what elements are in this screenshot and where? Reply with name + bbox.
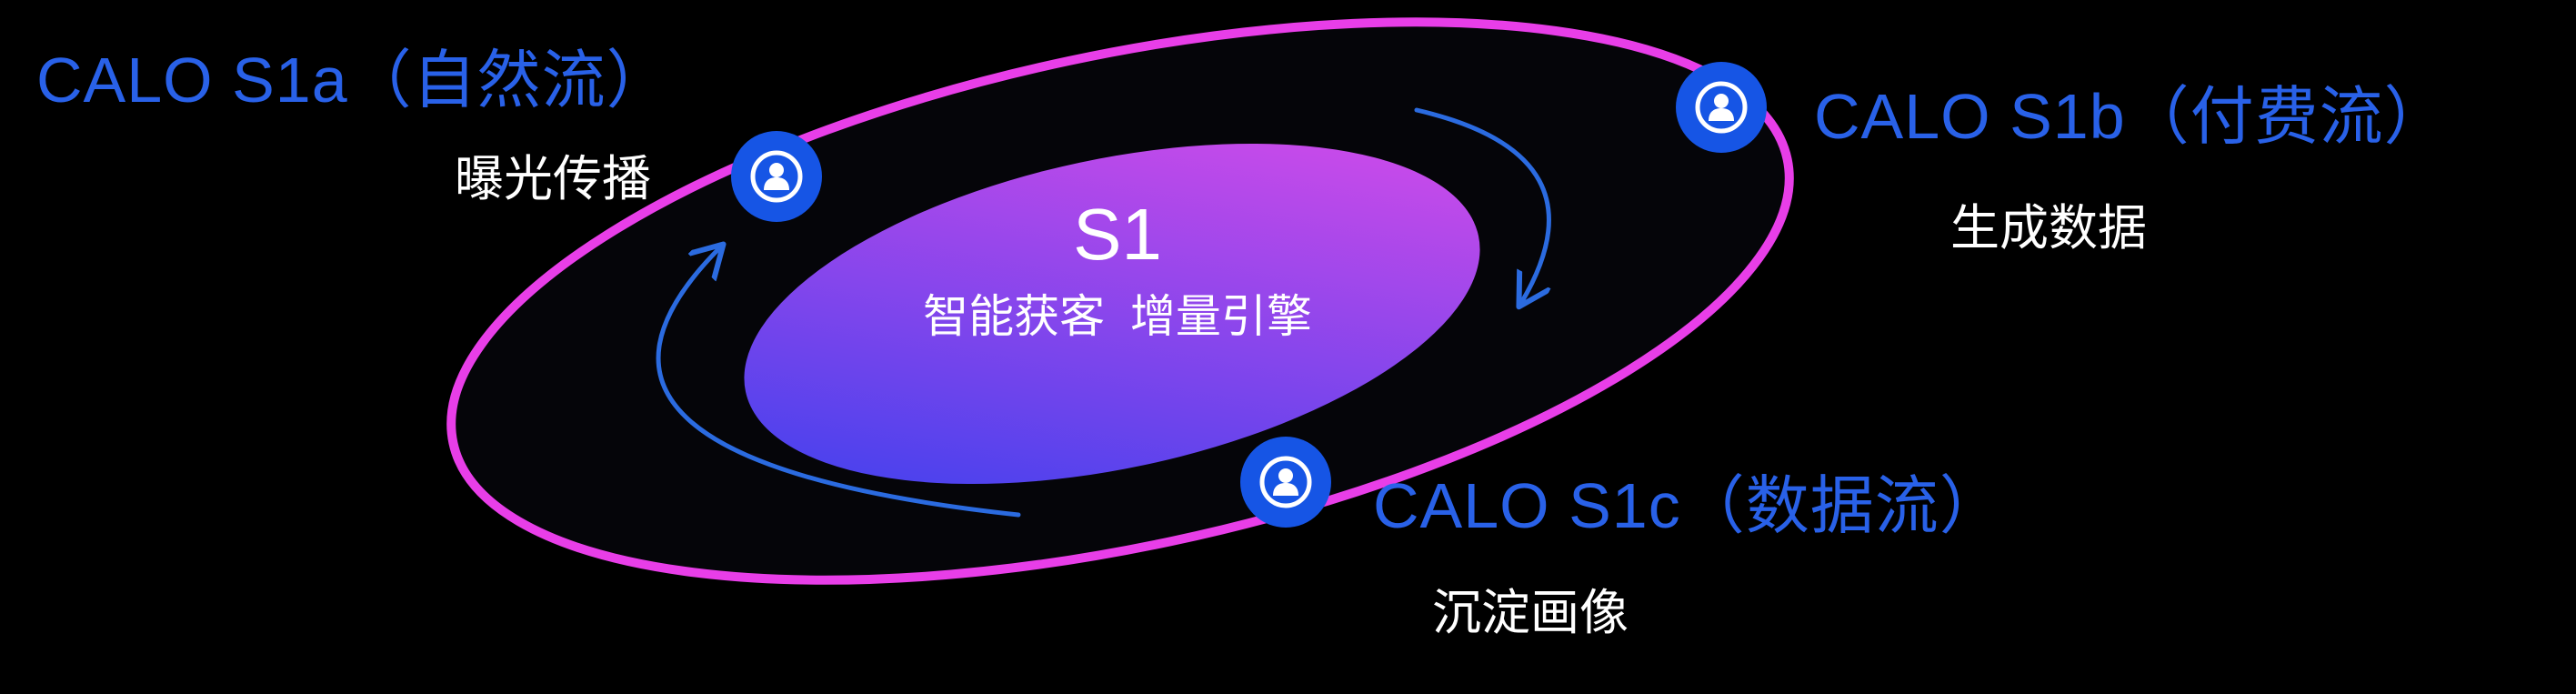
person-head: [769, 163, 784, 177]
person-badge-icon-s1b: [1676, 62, 1767, 153]
person-head: [1278, 468, 1293, 483]
node-sublabel-s1b: 生成数据: [1950, 201, 2147, 256]
person-badge-icon-s1c: [1240, 437, 1331, 528]
person-shoulders: [764, 177, 789, 190]
node-sublabel-s1a: 曝光传播: [455, 152, 651, 206]
flow-arrow-left: [656, 247, 1021, 518]
node-label-s1a: CALO S1a（自然流）: [36, 45, 671, 116]
person-ring: [750, 150, 803, 203]
node-label-s1b: CALO S1b（付费流）: [1814, 81, 2449, 152]
core-title: S1: [1073, 194, 1162, 275]
flow-arrow-right: [1414, 107, 1551, 303]
person-head: [1714, 94, 1729, 108]
person-shoulders: [1709, 108, 1734, 121]
person-badge-icon-s1a: [731, 131, 822, 222]
node-label-s1c: CALO S1c（数据流）: [1373, 470, 2004, 541]
core-subtitle: 智能获客 增量引擎: [923, 291, 1312, 342]
person-ring: [1695, 81, 1748, 134]
person-ring: [1259, 456, 1312, 508]
person-shoulders: [1273, 483, 1298, 496]
core-ellipse: [744, 143, 1480, 485]
node-sublabel-s1c: 沉淀画像: [1432, 586, 1629, 640]
